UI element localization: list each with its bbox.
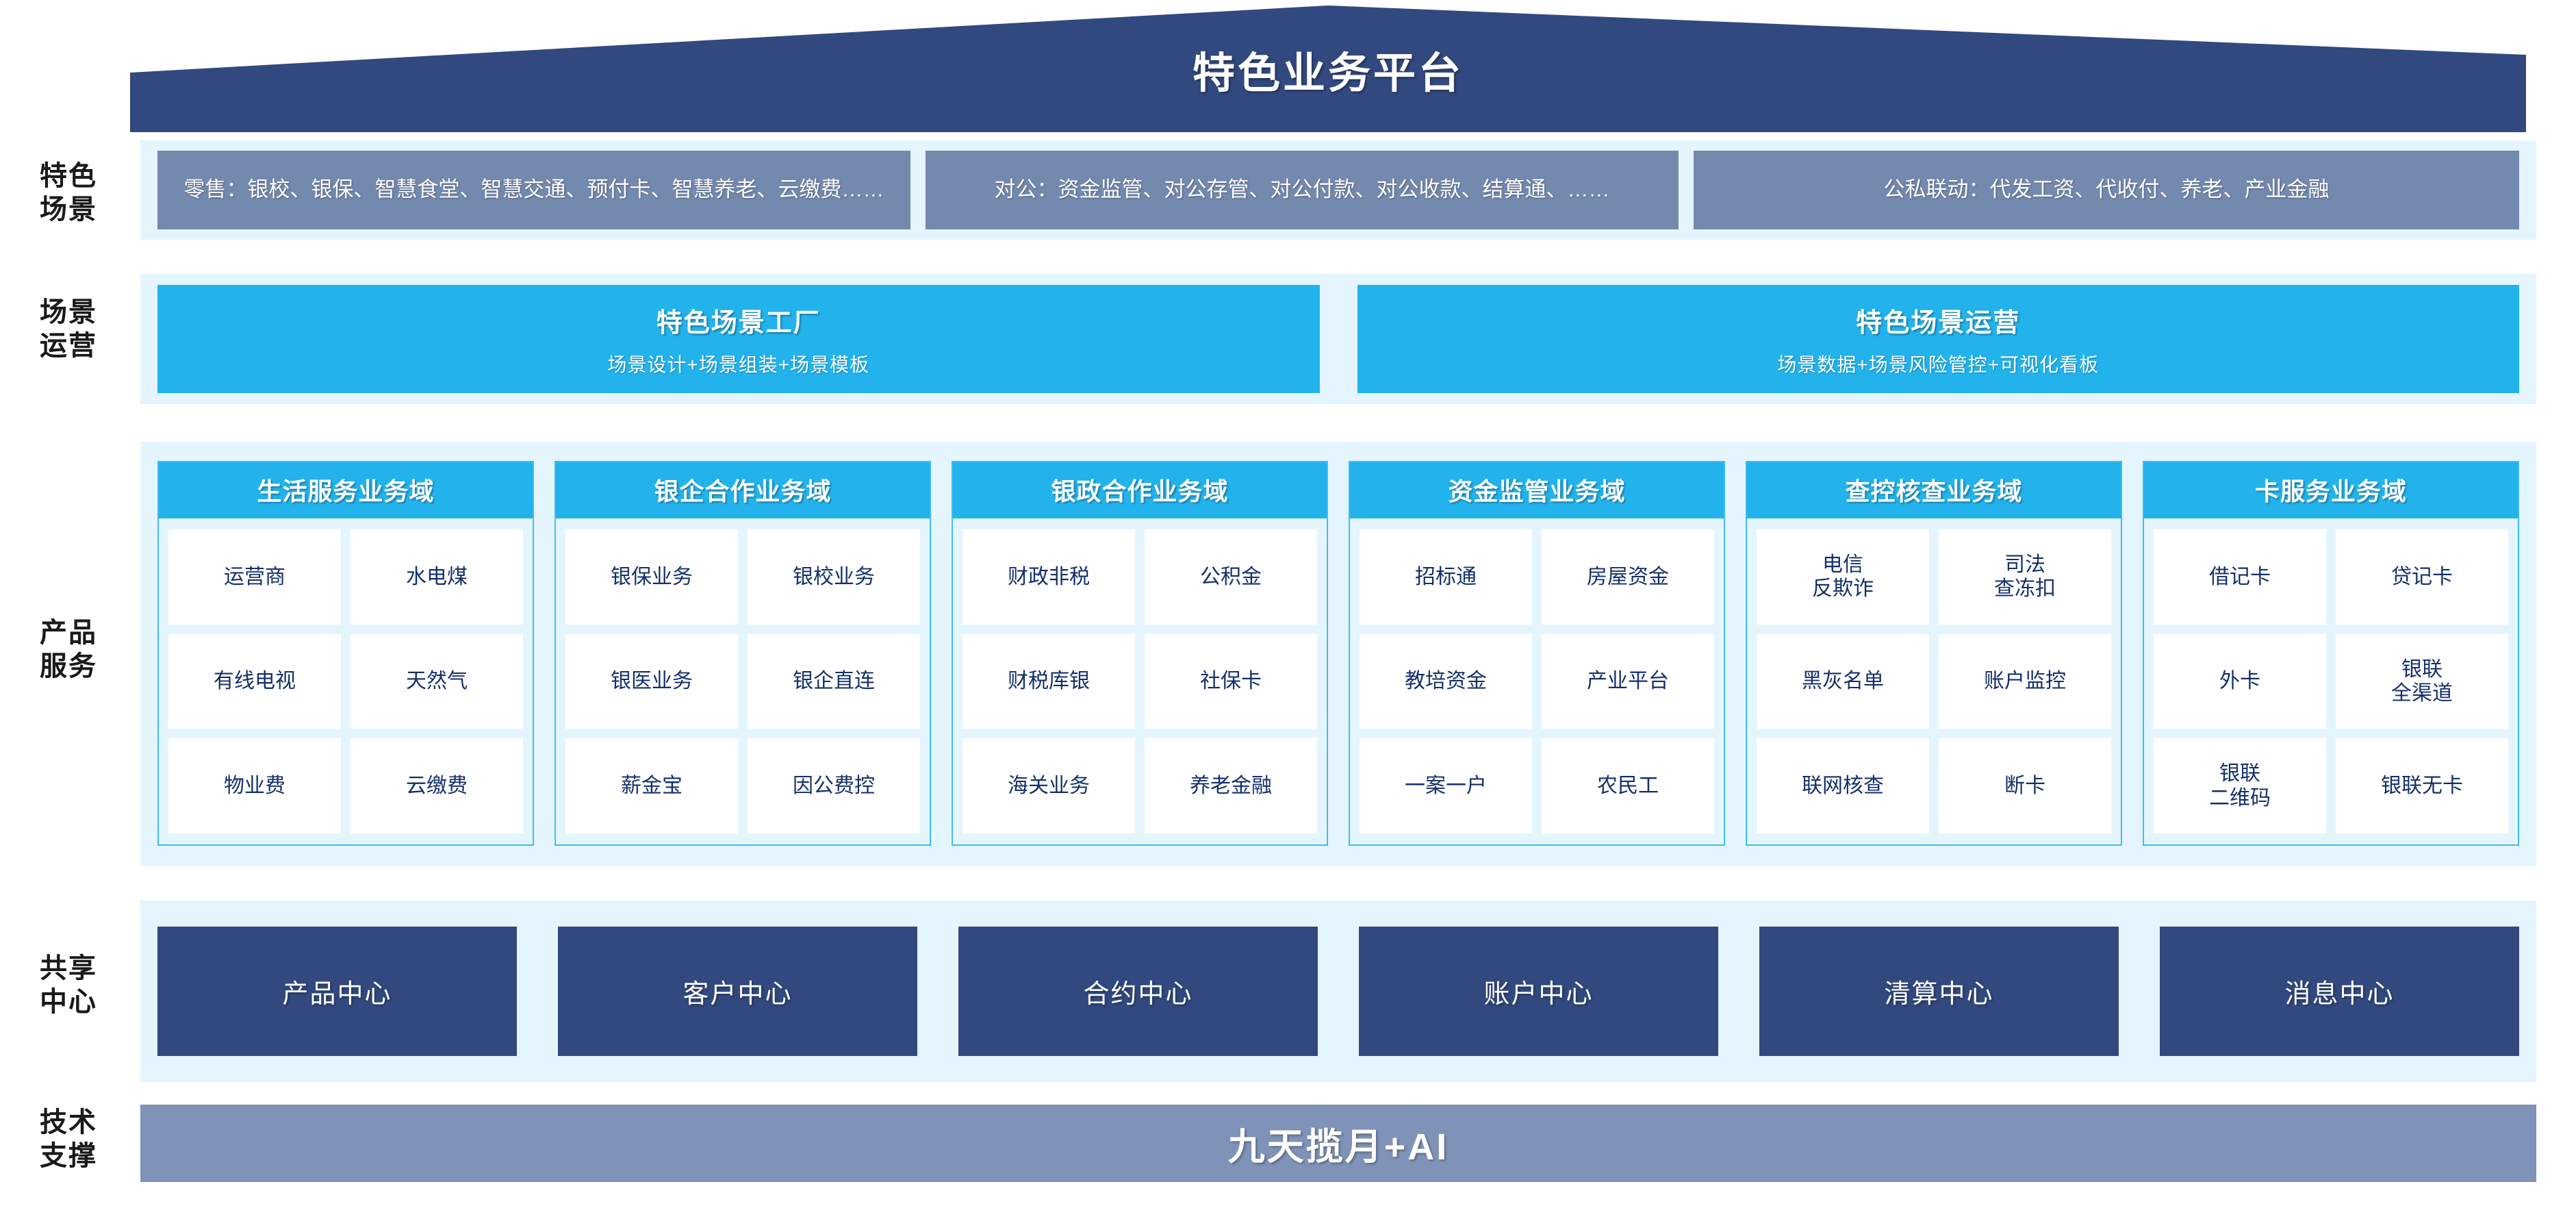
domain-cell[interactable]: 电信 反欺诈 — [1757, 529, 1929, 625]
domain-cell[interactable]: 教培资金 — [1360, 633, 1532, 729]
axis-label-scene: 特色 场景 — [14, 160, 123, 227]
domain-grid-card-service: 借记卡 贷记卡 外卡 银联 全渠道 银联 二维码 银联无卡 — [2144, 518, 2518, 844]
domain-cell[interactable]: 财政非税 — [962, 529, 1135, 625]
domain-cell[interactable]: 银联 全渠道 — [2336, 633, 2508, 729]
scene-box-linkage[interactable]: 公私联动：代发工资、代收付、养老、产业金融 — [1694, 151, 2519, 229]
operations-operation-subtitle: 场景数据+场景风险管控+可视化看板 — [1777, 353, 2100, 375]
axis-label-tech-line2: 支撑 — [40, 1140, 97, 1171]
tech-support-bar[interactable]: 九天揽月+AI — [140, 1105, 2536, 1182]
domain-title-bank-enterprise: 银企合作业务域 — [556, 462, 930, 518]
domain-cell[interactable]: 物业费 — [168, 738, 341, 833]
domain-cell[interactable]: 银联 二维码 — [2154, 738, 2326, 833]
domain-cell[interactable]: 司法 查冻扣 — [1939, 529, 2111, 625]
operations-box-operation[interactable]: 特色场景运营 场景数据+场景风险管控+可视化看板 — [1357, 285, 2519, 393]
shared-center-account[interactable]: 账户中心 — [1359, 927, 1718, 1056]
scene-box-retail[interactable]: 零售：银校、银保、智慧食堂、智慧交通、预付卡、智慧养老、云缴费…… — [157, 151, 910, 229]
roof-shape-icon — [130, 5, 2526, 132]
domain-cell[interactable]: 外卡 — [2154, 633, 2326, 729]
domain-cell[interactable]: 水电煤 — [350, 529, 523, 625]
scene-box-corporate[interactable]: 对公：资金监管、对公存管、对公付款、对公收款、结算通、…… — [926, 151, 1679, 229]
shared-centers-band: 产品中心 客户中心 合约中心 账户中心 清算中心 消息中心 — [140, 901, 2536, 1082]
domain-column-bank-enterprise[interactable]: 银企合作业务域 银保业务 银校业务 银医业务 银企直连 薪金宝 因公费控 — [554, 461, 931, 846]
domain-cell[interactable]: 银联无卡 — [2336, 738, 2508, 833]
domain-cell[interactable]: 黑灰名单 — [1757, 633, 1929, 729]
domain-column-investigation[interactable]: 查控核查业务域 电信 反欺诈 司法 查冻扣 黑灰名单 账户监控 联网核查 断卡 — [1746, 461, 2122, 846]
axis-label-operations: 场景 运营 — [14, 296, 123, 363]
domain-cell[interactable]: 有线电视 — [168, 633, 341, 729]
domain-title-fund-supervision: 资金监管业务域 — [1350, 462, 1724, 518]
axis-label-shared-line2: 中心 — [40, 986, 97, 1017]
domain-column-life-service[interactable]: 生活服务业务域 运营商 水电煤 有线电视 天然气 物业费 云缴费 — [157, 461, 534, 846]
domain-cell[interactable]: 账户监控 — [1939, 633, 2111, 729]
domain-cell[interactable]: 天然气 — [350, 633, 523, 729]
domain-grid-bank-enterprise: 银保业务 银校业务 银医业务 银企直连 薪金宝 因公费控 — [556, 518, 930, 844]
domain-grid-investigation: 电信 反欺诈 司法 查冻扣 黑灰名单 账户监控 联网核查 断卡 — [1747, 518, 2121, 844]
axis-label-tech-line1: 技术 — [40, 1107, 97, 1137]
domain-cell[interactable]: 一案一户 — [1360, 738, 1532, 833]
domain-cell[interactable]: 招标通 — [1360, 529, 1532, 625]
axis-label-shared-line1: 共享 — [40, 953, 97, 983]
domain-cell[interactable]: 房屋资金 — [1542, 529, 1714, 625]
domain-title-investigation: 查控核查业务域 — [1747, 462, 2121, 518]
domain-cell[interactable]: 公积金 — [1145, 529, 1317, 625]
domain-cell[interactable]: 因公费控 — [748, 738, 920, 833]
domain-column-card-service[interactable]: 卡服务业务域 借记卡 贷记卡 外卡 银联 全渠道 银联 二维码 银联无卡 — [2143, 461, 2519, 846]
domain-cell[interactable]: 断卡 — [1939, 738, 2111, 833]
axis-label-products-line2: 服务 — [40, 651, 97, 681]
domain-cell[interactable]: 薪金宝 — [565, 738, 738, 833]
domain-cell[interactable]: 借记卡 — [2154, 529, 2326, 625]
shared-center-product[interactable]: 产品中心 — [157, 927, 517, 1056]
domain-grid-fund-supervision: 招标通 房屋资金 教培资金 产业平台 一案一户 农民工 — [1350, 518, 1724, 844]
operations-box-row: 特色场景工厂 场景设计+场景组装+场景模板 特色场景运营 场景数据+场景风险管控… — [140, 274, 2536, 404]
page-title: 特色业务平台 — [1192, 50, 1464, 97]
domain-cell[interactable]: 社保卡 — [1145, 633, 1317, 729]
shared-center-message[interactable]: 消息中心 — [2160, 927, 2519, 1056]
domain-cell[interactable]: 财税库银 — [962, 633, 1135, 729]
shared-center-row: 产品中心 客户中心 合约中心 账户中心 清算中心 消息中心 — [140, 901, 2536, 1082]
domain-cell[interactable]: 银校业务 — [748, 529, 920, 625]
domain-cell[interactable]: 云缴费 — [350, 738, 523, 833]
domain-cell[interactable]: 产业平台 — [1542, 633, 1714, 729]
domain-cell[interactable]: 海关业务 — [962, 738, 1135, 833]
domain-cell[interactable]: 养老金融 — [1145, 738, 1317, 833]
domain-cell[interactable]: 运营商 — [168, 529, 341, 625]
domain-cell[interactable]: 农民工 — [1542, 738, 1714, 833]
domain-grid-life-service: 运营商 水电煤 有线电视 天然气 物业费 云缴费 — [159, 518, 533, 844]
shared-center-contract[interactable]: 合约中心 — [958, 927, 1318, 1056]
domain-column-bank-government[interactable]: 银政合作业务域 财政非税 公积金 财税库银 社保卡 海关业务 养老金融 — [952, 461, 1328, 846]
domain-grid-bank-government: 财政非税 公积金 财税库银 社保卡 海关业务 养老金融 — [953, 518, 1327, 844]
shared-center-customer[interactable]: 客户中心 — [558, 927, 917, 1056]
domain-title-life-service: 生活服务业务域 — [159, 462, 533, 518]
domain-title-card-service: 卡服务业务域 — [2144, 462, 2518, 518]
shared-center-settlement[interactable]: 清算中心 — [1759, 927, 2119, 1056]
domain-column-fund-supervision[interactable]: 资金监管业务域 招标通 房屋资金 教培资金 产业平台 一案一户 农民工 — [1349, 461, 1725, 846]
domain-cell[interactable]: 贷记卡 — [2336, 529, 2508, 625]
platform-roof: 特色业务平台 — [130, 5, 2526, 132]
operations-band: 特色场景工厂 场景设计+场景组装+场景模板 特色场景运营 场景数据+场景风险管控… — [140, 274, 2536, 404]
operations-factory-subtitle: 场景设计+场景组装+场景模板 — [607, 353, 870, 375]
domain-title-bank-government: 银政合作业务域 — [953, 462, 1327, 518]
axis-label-products-line1: 产品 — [40, 618, 97, 648]
operations-operation-title: 特色场景运营 — [1856, 308, 2021, 338]
domain-cell[interactable]: 银保业务 — [565, 529, 738, 625]
domain-cell[interactable]: 银医业务 — [565, 633, 738, 729]
axis-label-operations-line1: 场景 — [40, 297, 97, 327]
domain-column-row: 生活服务业务域 运营商 水电煤 有线电视 天然气 物业费 云缴费 银企合作业务域… — [140, 442, 2536, 866]
domain-cell[interactable]: 银企直连 — [748, 633, 920, 729]
axis-label-scene-line2: 场景 — [40, 194, 97, 225]
axis-label-scene-line1: 特色 — [40, 161, 97, 191]
axis-label-shared: 共享 中心 — [14, 952, 123, 1019]
scene-band: 零售：银校、银保、智慧食堂、智慧交通、预付卡、智慧养老、云缴费…… 对公：资金监… — [140, 140, 2536, 240]
axis-label-tech: 技术 支撑 — [14, 1106, 123, 1173]
scene-box-row: 零售：银校、银保、智慧食堂、智慧交通、预付卡、智慧养老、云缴费…… 对公：资金监… — [140, 140, 2536, 240]
operations-factory-title: 特色场景工厂 — [656, 308, 821, 338]
operations-box-factory[interactable]: 特色场景工厂 场景设计+场景组装+场景模板 — [157, 285, 1320, 393]
axis-label-products: 产品 服务 — [14, 616, 123, 683]
products-band: 生活服务业务域 运营商 水电煤 有线电视 天然气 物业费 云缴费 银企合作业务域… — [140, 442, 2536, 866]
domain-cell[interactable]: 联网核查 — [1757, 738, 1929, 833]
axis-label-operations-line2: 运营 — [40, 330, 97, 361]
